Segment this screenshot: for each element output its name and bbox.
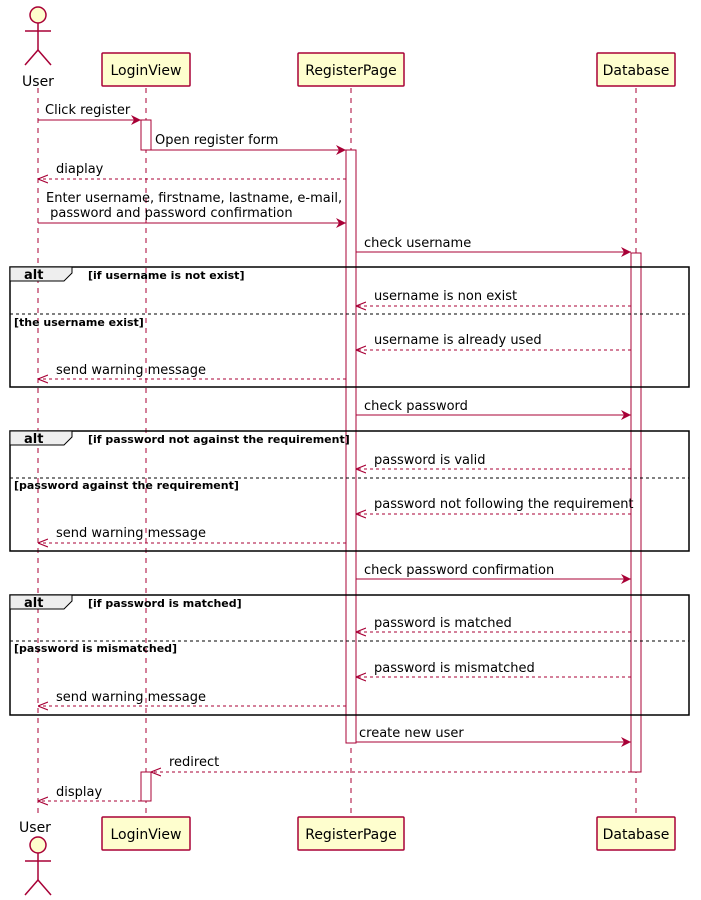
- frame-box: [9, 594, 690, 716]
- message-username-non-exist: username is non exist: [356, 289, 631, 306]
- message-password-valid: password is valid: [356, 453, 631, 469]
- frame-kind-label: alt: [24, 268, 43, 283]
- message-label: send warning message: [56, 690, 206, 705]
- message-check-username: check username: [356, 236, 631, 257]
- guard-else: [the username exist]: [14, 316, 144, 329]
- frame-kind-label: alt: [24, 432, 43, 447]
- message-label: diaplay: [56, 162, 104, 177]
- activation-database: [630, 252, 642, 773]
- participant-label: LoginView: [111, 63, 182, 79]
- activation-loginview-2: [140, 771, 152, 802]
- actor-icon: [24, 836, 52, 896]
- message-label-line2: password and password confirmation: [46, 206, 293, 221]
- participant-database-bottom: Database: [596, 816, 676, 851]
- message-label-line1: Enter username, firstname, lastname, e-m…: [46, 191, 342, 206]
- message-send-warning-3: send warning message: [38, 690, 346, 706]
- message-send-warning-1: send warning message: [38, 363, 346, 379]
- message-label: password not following the requirement: [374, 497, 634, 512]
- guard-else: [password against the requirement]: [14, 479, 239, 492]
- participant-loginview-top: LoginView: [101, 52, 191, 87]
- participant-label: Database: [603, 827, 670, 843]
- actor-user-bottom: User: [19, 820, 52, 896]
- guard-if: [if username is not exist]: [88, 269, 244, 282]
- message-label: check username: [364, 236, 471, 251]
- message-label: username is non exist: [374, 289, 517, 304]
- activations: [140, 119, 642, 802]
- message-username-already-used: username is already used: [356, 333, 631, 350]
- message-send-warning-2: send warning message: [38, 526, 346, 543]
- participant-label: Database: [603, 63, 670, 79]
- participants-bottom: User LoginView RegisterPage Database: [19, 816, 676, 896]
- message-create-new-user: create new user: [356, 726, 631, 747]
- message-password-not-following: password not following the requirement: [356, 497, 634, 514]
- participants-top: User LoginView RegisterPage Database: [22, 6, 676, 90]
- frame-kind-label: alt: [24, 596, 43, 611]
- message-password-mismatched: password is mismatched: [356, 661, 631, 677]
- message-check-password: check password: [356, 399, 631, 420]
- frame-box: [9, 430, 690, 552]
- participant-label: RegisterPage: [305, 63, 397, 79]
- actor-label: User: [22, 74, 54, 90]
- message-label: create new user: [359, 726, 464, 741]
- message-diaplay: diaplay: [38, 162, 346, 179]
- message-open-register-form: Open register form: [151, 133, 346, 155]
- frame-box: [9, 266, 690, 388]
- message-label: password is matched: [374, 616, 512, 631]
- message-label: check password: [364, 399, 468, 414]
- message-label: send warning message: [56, 363, 206, 378]
- participant-registerpage-bottom: RegisterPage: [297, 816, 405, 851]
- alt-frame-confirmation: alt [if password is matched] [password i…: [9, 594, 690, 716]
- participant-registerpage-top: RegisterPage: [297, 52, 405, 87]
- actor-label: User: [19, 820, 51, 836]
- message-label: Click register: [45, 103, 131, 118]
- guard-if: [if password is matched]: [88, 597, 242, 610]
- message-enter-details: Enter username, firstname, lastname, e-m…: [38, 191, 346, 228]
- frame-tab: [9, 430, 73, 446]
- message-label: Open register form: [155, 133, 278, 148]
- message-label: password is mismatched: [374, 661, 535, 676]
- actor-user-top: User: [22, 6, 54, 90]
- actor-icon: [24, 6, 52, 66]
- alt-frame-password: alt [if password not against the require…: [9, 430, 690, 552]
- frame-tab: [9, 594, 73, 610]
- guard-else: [password is mismatched]: [14, 642, 177, 655]
- message-password-matched: password is matched: [356, 616, 631, 632]
- messages: Click register Open register form diapla…: [38, 103, 634, 801]
- activation-loginview-1: [140, 119, 152, 151]
- message-redirect: redirect: [151, 755, 631, 772]
- message-label: password is valid: [374, 453, 486, 468]
- activation-registerpage: [345, 149, 357, 744]
- message-label: username is already used: [374, 333, 542, 348]
- participant-label: RegisterPage: [305, 827, 397, 843]
- participant-label: LoginView: [111, 827, 182, 843]
- message-label: display: [56, 785, 102, 800]
- message-label: check password confirmation: [364, 563, 554, 578]
- guard-if: [if password not against the requirement…: [88, 433, 350, 446]
- message-label: redirect: [169, 755, 219, 770]
- participant-database-top: Database: [596, 52, 676, 87]
- participant-loginview-bottom: LoginView: [101, 816, 191, 851]
- message-check-password-confirmation: check password confirmation: [356, 563, 631, 584]
- message-click-register: Click register: [38, 103, 141, 125]
- message-label: send warning message: [56, 526, 206, 541]
- alt-frame-username: alt [if username is not exist] [the user…: [9, 266, 690, 388]
- frame-tab: [9, 266, 73, 282]
- message-display: display: [38, 785, 141, 801]
